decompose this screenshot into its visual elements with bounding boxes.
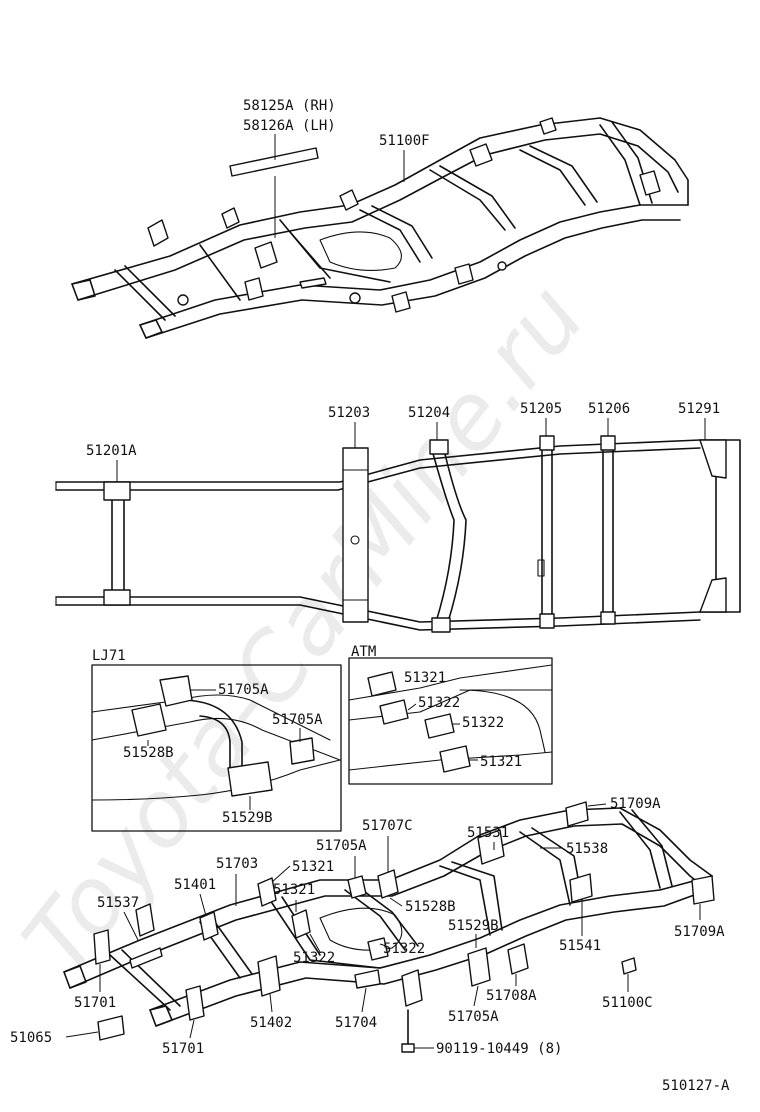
- label-51203: 51203: [328, 405, 370, 421]
- label-90119-10449: 90119-10449 (8): [436, 1041, 562, 1057]
- label-51206: 51206: [588, 401, 630, 417]
- label-lj71-51705a-2: 51705A: [272, 712, 323, 728]
- inset-lj71: [91, 664, 342, 832]
- label-51402: 51402: [250, 1015, 292, 1031]
- label-51528b: 51528B: [405, 899, 456, 915]
- label-lj71-51528b: 51528B: [123, 745, 174, 761]
- label-lj71-51705a-1: 51705A: [218, 682, 269, 698]
- label-atm-51321-2: 51321: [480, 754, 522, 770]
- inset-atm: [348, 657, 553, 785]
- frame-assembly-top: [71, 117, 689, 339]
- inset-atm-title: ATM: [351, 644, 376, 660]
- label-51291: 51291: [678, 401, 720, 417]
- label-51709a-2: 51709A: [674, 924, 725, 940]
- frame-assembly-bottom: [63, 801, 715, 1053]
- label-lj71-51529b: 51529B: [222, 810, 273, 826]
- label-51701-a: 51701: [74, 995, 116, 1011]
- label-51201a: 51201A: [86, 443, 137, 459]
- label-51704: 51704: [335, 1015, 377, 1031]
- label-atm-51321-1: 51321: [404, 670, 446, 686]
- label-51538: 51538: [566, 841, 608, 857]
- label-51707c: 51707C: [362, 818, 413, 834]
- label-51322-b: 51322: [383, 941, 425, 957]
- label-58126a: 58126A (LH): [243, 118, 336, 134]
- label-51708a: 51708A: [486, 988, 537, 1004]
- label-51529b: 51529B: [448, 918, 499, 934]
- label-51100f: 51100F: [379, 133, 430, 149]
- label-58125a: 58125A (RH): [243, 98, 336, 114]
- label-51204: 51204: [408, 405, 450, 421]
- label-51100c: 51100C: [602, 995, 653, 1011]
- label-51537: 51537: [97, 895, 139, 911]
- diagram-code: 510127-A: [662, 1078, 730, 1094]
- label-51321-b: 51321: [273, 882, 315, 898]
- label-51531: 51531: [467, 825, 509, 841]
- label-51709a-1: 51709A: [610, 796, 661, 812]
- label-51705a-c: 51705A: [448, 1009, 499, 1025]
- label-51705a-b: 51705A: [316, 838, 367, 854]
- label-51703: 51703: [216, 856, 258, 872]
- label-51321-a: 51321: [292, 859, 334, 875]
- label-51205: 51205: [520, 401, 562, 417]
- frame-rail-left: [71, 117, 689, 285]
- label-51701-b: 51701: [162, 1041, 204, 1057]
- label-51401: 51401: [174, 877, 216, 893]
- label-atm-51322-1: 51322: [418, 695, 460, 711]
- inset-lj71-title: LJ71: [92, 648, 126, 664]
- label-51541: 51541: [559, 938, 601, 954]
- side-rail-plate: [229, 147, 319, 177]
- frame-rail-right: [139, 204, 689, 326]
- frame-top-view: [55, 435, 741, 633]
- label-atm-51322-2: 51322: [462, 715, 504, 731]
- label-51065: 51065: [10, 1030, 52, 1046]
- label-51322-a: 51322: [293, 950, 335, 966]
